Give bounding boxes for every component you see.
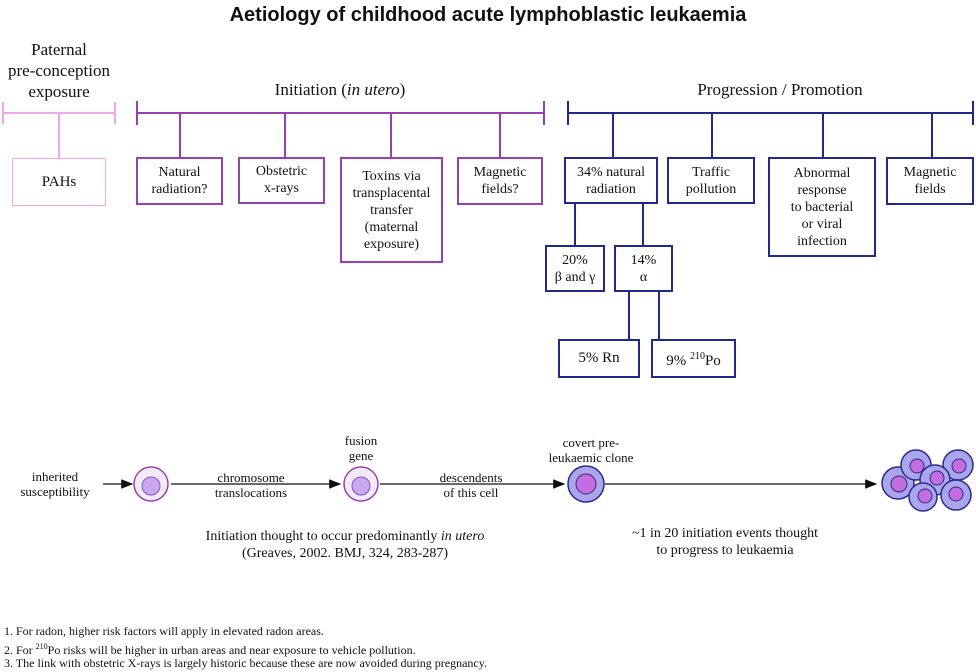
footnote-prefix: 2. For bbox=[4, 643, 36, 657]
box-line: Magnetic bbox=[473, 165, 527, 180]
footnote-superscript: 210 bbox=[35, 642, 48, 651]
diagram-title: Aetiology of childhood acute lymphoblast… bbox=[229, 4, 747, 26]
box-line: exposure) bbox=[363, 236, 420, 252]
box-line: radiation? bbox=[151, 182, 208, 197]
polonium-prefix: 9% bbox=[666, 352, 690, 369]
paternal-heading-line: exposure bbox=[28, 82, 90, 101]
preleukaemic-clone-cell bbox=[567, 465, 605, 503]
box-line: Toxins via bbox=[362, 168, 421, 184]
caption-italic: in utero bbox=[440, 529, 485, 544]
caption-line: (Greaves, 2002. BMJ, 324, 283-287) bbox=[241, 546, 449, 561]
box-line: (maternal bbox=[364, 219, 419, 235]
progression-caption: ~1 in 20 initiation events thought to pr… bbox=[590, 525, 860, 559]
box-line: radiation bbox=[586, 181, 636, 197]
label-line: of this cell bbox=[443, 485, 499, 500]
initiation-heading-text: Initiation ( bbox=[274, 80, 347, 99]
initiation-bracket bbox=[136, 101, 545, 158]
inherited-susceptibility-label: inherited susceptibility bbox=[10, 469, 100, 499]
box-line: transplacental bbox=[352, 185, 431, 201]
magnetic-fields-initiation-box: Magnetic fields? bbox=[457, 157, 543, 205]
box-line: 20% bbox=[562, 252, 588, 268]
initiation-heading-close: ) bbox=[399, 80, 406, 99]
abnormal-response-box: Abnormal response to bacterial or viral … bbox=[768, 157, 876, 257]
fusion-gene-label: fusion gene bbox=[326, 433, 396, 463]
radon-label: 5% Rn bbox=[578, 350, 620, 366]
polonium-9-box: 9% 210Po bbox=[651, 339, 736, 378]
box-line: Magnetic bbox=[903, 165, 957, 180]
covert-clone-label: covert pre- leukaemic clone bbox=[536, 435, 646, 465]
initiation-caption: Initiation thought to occur predominantl… bbox=[180, 528, 510, 562]
box-line: 14% bbox=[630, 252, 657, 268]
box-line: pollution bbox=[685, 181, 737, 197]
footnote-suffix: Po risks will be higher in urban areas a… bbox=[47, 643, 416, 657]
box-line: β and γ bbox=[554, 269, 596, 285]
progression-bracket bbox=[567, 101, 974, 339]
box-line: Traffic bbox=[691, 164, 731, 180]
box-line: Obstetric bbox=[255, 164, 308, 179]
box-line: or viral bbox=[801, 216, 843, 232]
box-line: x-rays bbox=[264, 181, 299, 196]
paternal-heading: Paternal pre-conception exposure bbox=[0, 39, 118, 102]
box-line: Natural bbox=[158, 165, 201, 180]
caption-text: Initiation thought to occur predominantl… bbox=[205, 529, 441, 544]
polonium-label: 9% 210Po bbox=[666, 348, 721, 370]
footnote-3: 3. The link with obstetric X-rays is lar… bbox=[4, 656, 487, 670]
obstetric-xrays-box: Obstetric x-rays bbox=[238, 157, 325, 204]
alpha-14-box: 14% α bbox=[614, 245, 673, 292]
natural-radiation-box: Natural radiation? bbox=[136, 157, 223, 205]
progression-heading: Progression / Promotion bbox=[697, 80, 863, 99]
box-line: fields? bbox=[481, 182, 519, 197]
box-line: transfer bbox=[370, 202, 413, 218]
label-line: fusion bbox=[344, 433, 378, 448]
traffic-pollution-box: Traffic pollution bbox=[667, 157, 755, 204]
label-line: gene bbox=[348, 448, 374, 463]
label-line: covert pre- bbox=[562, 435, 620, 450]
caption-line: Initiation thought to occur predominantl… bbox=[180, 528, 510, 545]
initiation-heading-italic: in utero bbox=[346, 80, 400, 99]
label-line: leukaemic clone bbox=[548, 450, 634, 465]
box-line: response bbox=[797, 182, 847, 198]
label-line: translocations bbox=[214, 485, 288, 500]
paternal-heading-line: pre-conception bbox=[8, 61, 110, 80]
beta-gamma-20-box: 20% β and γ bbox=[545, 245, 605, 292]
chromosome-translocations-label: chromosome translocations bbox=[196, 470, 306, 500]
box-line: fields bbox=[914, 182, 946, 197]
label-line: inherited bbox=[31, 469, 79, 484]
box-line: 34% natural bbox=[576, 164, 646, 180]
box-line: α bbox=[639, 269, 648, 285]
polonium-suffix: Po bbox=[704, 352, 721, 369]
caption-line: to progress to leukaemia bbox=[656, 543, 794, 558]
radon-5-box: 5% Rn bbox=[558, 339, 640, 378]
footnote-2: 2. For 210Po risks will be higher in urb… bbox=[4, 640, 416, 657]
natural-radiation-34-box: 34% natural radiation bbox=[564, 157, 658, 204]
paternal-bracket bbox=[2, 102, 116, 159]
fusion-gene-cell bbox=[343, 466, 379, 502]
pahs-label: PAHs bbox=[41, 173, 77, 190]
label-line: chromosome bbox=[217, 470, 285, 485]
polonium-superscript: 210 bbox=[689, 350, 705, 362]
initiation-heading: Initiation (in utero) bbox=[220, 79, 460, 100]
caption-line: ~1 in 20 initiation events thought bbox=[631, 526, 819, 541]
footnote-1: 1. For radon, higher risk factors will a… bbox=[4, 624, 324, 638]
label-line: susceptibility bbox=[20, 484, 90, 499]
label-line: descendents bbox=[439, 470, 503, 485]
leukaemia-cell-cluster bbox=[881, 449, 974, 512]
paternal-heading-line: Paternal bbox=[31, 40, 87, 59]
magnetic-fields-progression-box: Magnetic fields bbox=[886, 157, 974, 205]
toxins-transplacental-box: Toxins via transplacental transfer (mate… bbox=[340, 157, 443, 263]
pahs-box: PAHs bbox=[12, 158, 106, 206]
box-line: to bacterial bbox=[790, 199, 854, 215]
progenitor-cell bbox=[133, 466, 169, 502]
descendents-label: descendents of this cell bbox=[416, 470, 526, 500]
box-line: infection bbox=[797, 233, 847, 249]
box-line: Abnormal bbox=[793, 165, 851, 181]
